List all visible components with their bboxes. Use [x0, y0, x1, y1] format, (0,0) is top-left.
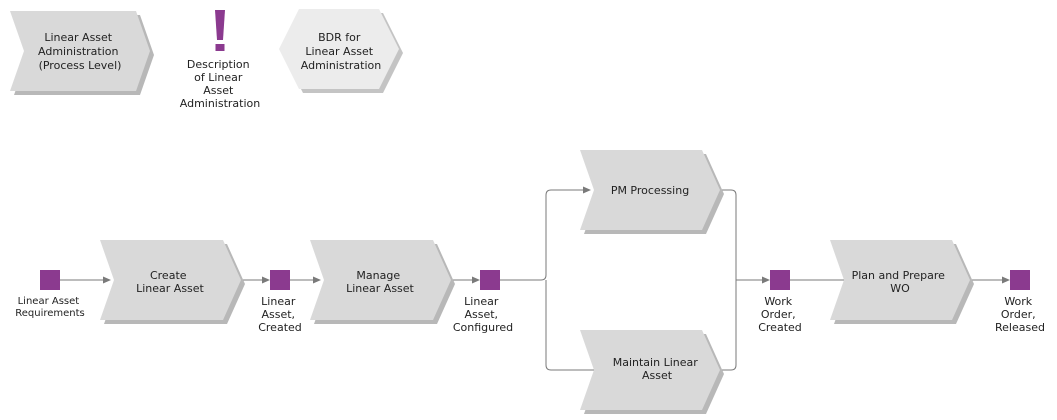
process-label: Create Linear Asset — [136, 269, 204, 295]
process-shape — [100, 240, 241, 320]
event-label: Work Order, Released — [995, 295, 1045, 334]
event-linear-asset-requirements[interactable]: Linear Asset Requirements — [15, 270, 85, 319]
process-maintain-linear-asset[interactable]: Maintain Linear Asset — [580, 330, 724, 414]
event-linear-asset-configured[interactable]: Linear Asset, Configured — [453, 270, 513, 334]
bdr-label: BDR for Linear Asset Administration — [301, 31, 382, 72]
event-label: Linear Asset, Configured — [453, 295, 513, 334]
process-label: PM Processing — [611, 184, 689, 197]
process-manage-linear-asset[interactable]: Manage Linear Asset — [310, 240, 455, 324]
process-label: Manage Linear Asset — [346, 269, 414, 295]
process-shape — [830, 240, 970, 320]
event-label: Work Order, Created — [758, 295, 802, 334]
process-pm-processing[interactable]: PM Processing — [580, 150, 724, 234]
process-shape — [580, 330, 720, 410]
process-shape — [580, 150, 720, 230]
exclamation-icon — [215, 10, 225, 51]
process-label: Maintain Linear Asset — [613, 356, 702, 382]
event-linear-asset-created[interactable]: Linear Asset, Created — [258, 270, 302, 334]
bdr-document[interactable]: BDR for Linear Asset Administration — [279, 9, 403, 93]
event-marker — [480, 270, 500, 290]
connector-join-bar — [720, 189, 737, 371]
process-label: Linear Asset Administration (Process Lev… — [38, 31, 122, 72]
process-create-linear-asset[interactable]: Create Linear Asset — [100, 240, 245, 324]
description-label: Description of Linear Asset Administrati… — [180, 58, 261, 110]
connector-configured-maintain — [545, 280, 605, 374]
event-work-order-created[interactable]: Work Order, Created — [758, 270, 802, 334]
event-work-order-released[interactable]: Work Order, Released — [995, 270, 1045, 334]
connectors — [60, 186, 1010, 374]
process-level-link[interactable]: Linear Asset Administration (Process Lev… — [10, 11, 154, 95]
event-label: Linear Asset Requirements — [15, 296, 85, 319]
event-marker — [1010, 270, 1030, 290]
process-label: Plan and Prepare WO — [852, 269, 949, 295]
event-marker — [270, 270, 290, 290]
event-label: Linear Asset, Created — [258, 295, 302, 334]
process-shape — [10, 11, 150, 91]
event-marker — [40, 270, 60, 290]
process-shape — [310, 240, 451, 320]
process-plan-and-prepare-wo[interactable]: Plan and Prepare WO — [830, 240, 974, 324]
event-marker — [770, 270, 790, 290]
description-item[interactable]: Description of Linear Asset Administrati… — [180, 10, 261, 110]
bdr-shape — [279, 9, 399, 89]
connector-configured-pm — [500, 186, 591, 281]
